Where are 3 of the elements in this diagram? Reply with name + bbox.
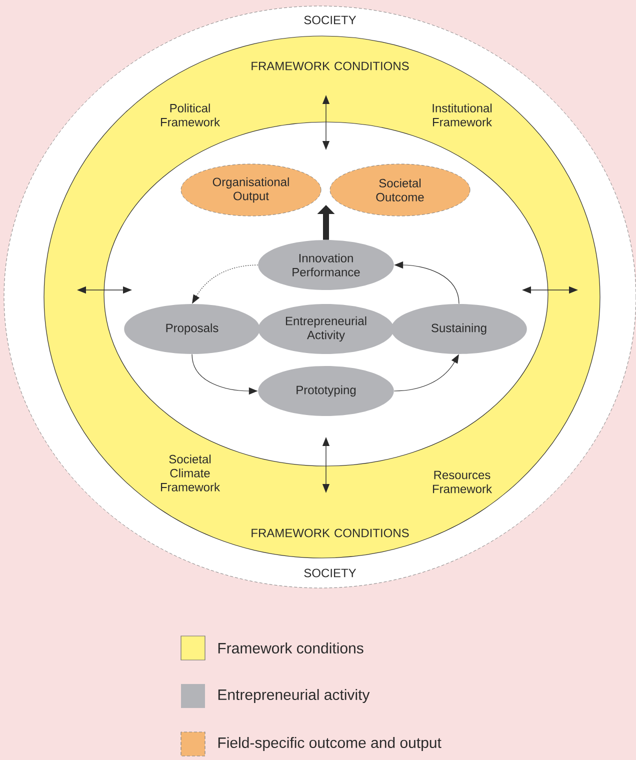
legend-label: Entrepreneurial activity — [218, 689, 370, 703]
legend-label: Framework conditions — [218, 642, 364, 654]
legend-label: Field-specific outcome and output — [218, 737, 442, 751]
